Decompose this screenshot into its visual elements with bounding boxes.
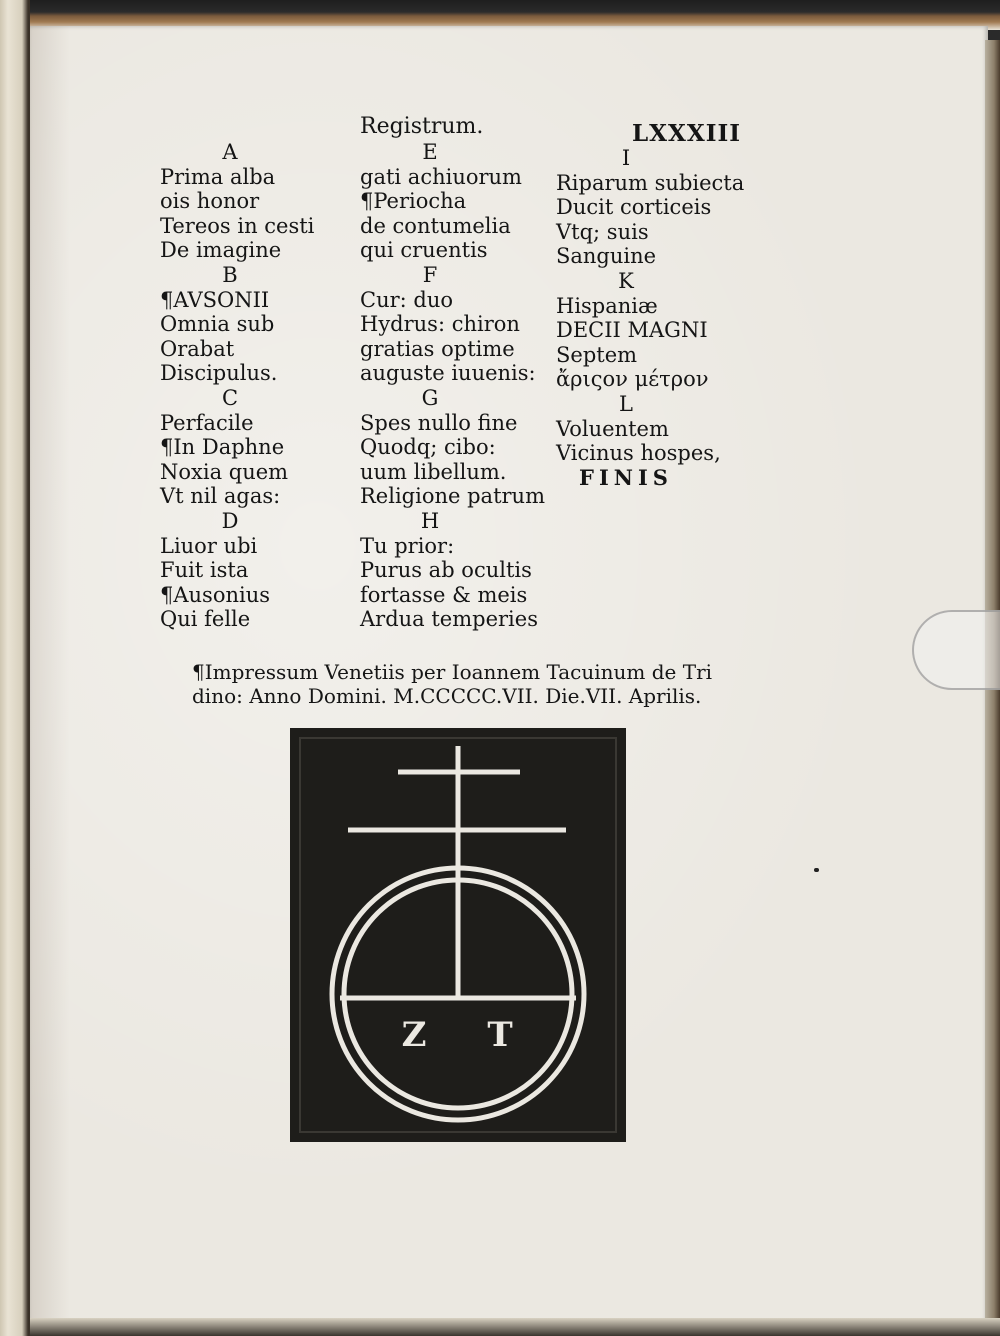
- register-entry: Septem: [556, 342, 638, 367]
- register-entry: Tereos in cesti: [160, 213, 315, 238]
- register-entry: Prima alba: [160, 164, 276, 189]
- register-signature-letter: C: [221, 385, 239, 410]
- register-entry: de contumelia: [360, 213, 511, 238]
- register-entry: De imagine: [160, 238, 282, 263]
- register-entry: Hydrus: chiron: [360, 312, 520, 337]
- register-entry: fortasse & meis: [360, 582, 528, 607]
- register-entry: Cur: duo: [360, 287, 453, 312]
- register-signature-letter: F: [422, 262, 438, 287]
- ink-speck: [814, 868, 819, 872]
- register-entry: ¶In Daphne: [160, 435, 285, 460]
- register-entry: Liuor ubi: [160, 533, 258, 558]
- register-entry: Ducit corticeis: [556, 195, 712, 220]
- folio-number: LXXXIII: [632, 120, 741, 147]
- register-entry: Omnia sub: [160, 312, 275, 337]
- register-entry: Ardua temperies: [360, 607, 538, 632]
- register-signature-letter: L: [619, 391, 633, 416]
- register-entry: gratias optime: [360, 336, 515, 361]
- register-entry: Tu prior:: [360, 533, 455, 558]
- register-entry: ἄριςον μέτρον: [556, 367, 709, 392]
- register-signature-letter: H: [420, 508, 440, 533]
- register-entry: ois honor: [160, 189, 260, 214]
- book-page: [30, 26, 988, 1326]
- printer-initial-z: Z: [402, 1015, 427, 1055]
- register-entry: Riparum subiecta: [556, 170, 745, 195]
- register-entry: Vt nil agas:: [160, 484, 281, 509]
- register-signature-letter: D: [221, 508, 239, 533]
- register-entry: Vicinus hospes,: [556, 441, 721, 466]
- register-entry: auguste iuuenis:: [360, 361, 536, 386]
- register-entry: Vtq; suis: [556, 219, 649, 244]
- cross-and-orb: [329, 746, 587, 1123]
- register-entry: Quodq; cibo:: [360, 435, 496, 460]
- page-clip: [912, 610, 1000, 690]
- register-entry: Sanguine: [556, 244, 657, 269]
- register-entry: Discipulus.: [160, 361, 278, 386]
- register-entry: Spes nullo fine: [360, 410, 518, 435]
- printer-initial-t: T: [487, 1015, 512, 1055]
- register-entry: Orabat: [160, 336, 235, 361]
- register-signature-letter: E: [422, 140, 438, 164]
- register-entry: gati achiuorum: [360, 164, 522, 189]
- printer-mark: Z T: [290, 728, 626, 1142]
- register-entry: Hispaniæ: [556, 293, 658, 318]
- register-entry: Qui felle: [160, 607, 251, 632]
- register-entry: uum libellum.: [360, 459, 507, 484]
- register-entry: DECII MAGNI: [556, 318, 708, 343]
- register-entry: Fuit ista: [160, 558, 249, 583]
- register-signature-letter: B: [222, 262, 238, 287]
- register-entry: qui cruentis: [360, 238, 488, 263]
- register-entry: ¶Ausonius: [160, 582, 271, 607]
- register-signature-letter: A: [222, 140, 238, 164]
- register-entry: Purus ab ocultis: [360, 558, 532, 583]
- colophon-line-1: ¶Impressum Venetiis per Ioannem Tacuinum…: [192, 660, 713, 684]
- register-entry: Noxia quem: [160, 459, 289, 484]
- colophon-line-2: dino: Anno Domini. M.CCCCC.VII. Die.VII.…: [192, 684, 702, 708]
- register-signature-letter: I: [621, 146, 631, 170]
- register-entry: Perfacile: [160, 410, 254, 435]
- register-entry: Voluentem: [556, 416, 669, 441]
- book-top-edge: [30, 0, 1000, 30]
- finis-text: FINIS: [579, 464, 673, 490]
- register-entry: ¶AVSONII: [160, 287, 270, 312]
- book-bottom-edge: [30, 1318, 1000, 1336]
- register-entry: Religione patrum: [360, 484, 545, 509]
- colophon: ¶Impressum Venetiis per Ioannem Tacuinum…: [192, 660, 752, 708]
- register-signature-letter: K: [618, 268, 634, 293]
- register-entry: ¶Periocha: [360, 189, 467, 214]
- register-heading: Registrum.: [360, 114, 484, 139]
- register-signature-letter: G: [421, 385, 439, 410]
